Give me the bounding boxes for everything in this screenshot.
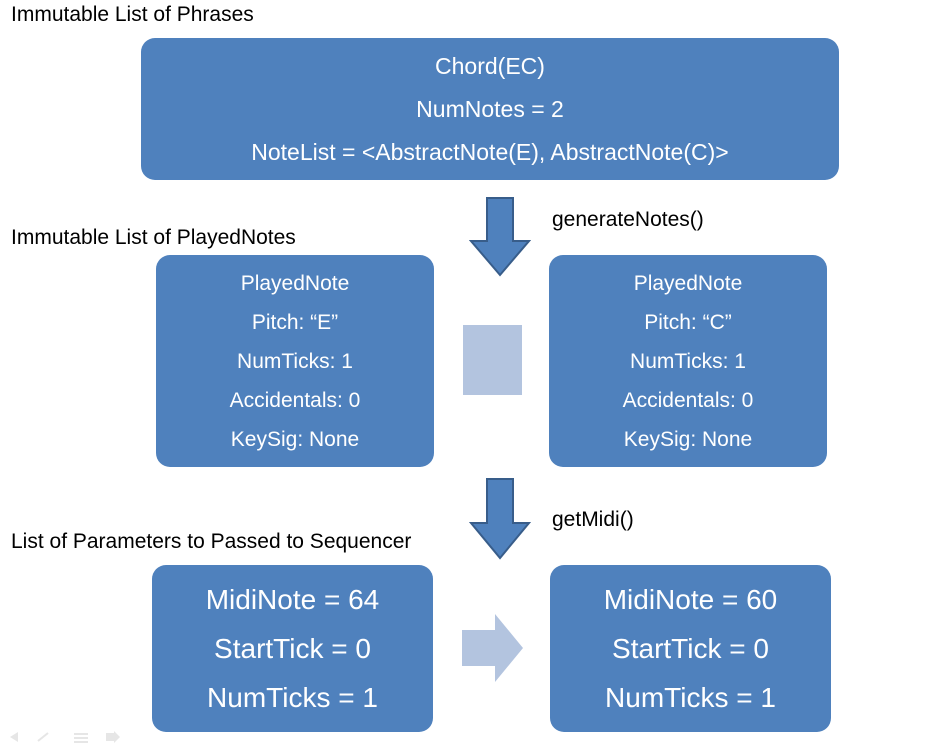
- num-ticks: NumTicks = 1: [207, 682, 378, 713]
- played-note-numticks: NumTicks: 1: [630, 349, 746, 373]
- chord-notelist: NoteList = <AbstractNote(E), AbstractNot…: [251, 138, 729, 165]
- down-arrow-icon: [469, 197, 531, 277]
- generate-notes-label: generateNotes(): [552, 208, 704, 231]
- down-arrow-icon: [469, 478, 531, 560]
- played-note-pitch: Pitch: “C”: [644, 310, 732, 334]
- played-note-accidentals: Accidentals: 0: [622, 388, 754, 412]
- midi-note: MidiNote = 60: [603, 584, 778, 615]
- chord-numnotes: NumNotes = 2: [416, 95, 564, 122]
- midi-note: MidiNote = 64: [205, 584, 380, 615]
- played-note-numticks: NumTicks: 1: [237, 349, 353, 373]
- played-note-box-e: PlayedNote Pitch: “E” NumTicks: 1 Accide…: [156, 255, 434, 467]
- played-note-accidentals: Accidentals: 0: [229, 388, 361, 412]
- played-note-pitch: Pitch: “E”: [251, 310, 339, 334]
- midi-param-box-64: MidiNote = 64 StartTick = 0 NumTicks = 1: [152, 565, 433, 732]
- params-heading: List of Parameters to Passed to Sequence…: [11, 530, 412, 553]
- chord-box: Chord(EC) NumNotes = 2 NoteList = <Abstr…: [141, 38, 839, 180]
- num-ticks: NumTicks = 1: [605, 682, 776, 713]
- played-note-keysig: KeySig: None: [230, 427, 360, 451]
- separator-square: [463, 325, 522, 395]
- playednotes-heading: Immutable List of PlayedNotes: [11, 226, 296, 249]
- played-note-keysig: KeySig: None: [623, 427, 753, 451]
- start-tick: StartTick = 0: [214, 633, 371, 664]
- played-note-title: PlayedNote: [240, 271, 350, 295]
- right-arrow-icon: [462, 614, 523, 682]
- start-tick: StartTick = 0: [612, 633, 769, 664]
- chord-title: Chord(EC): [435, 52, 545, 79]
- get-midi-label: getMidi(): [552, 508, 634, 531]
- played-note-box-c: PlayedNote Pitch: “C” NumTicks: 1 Accide…: [549, 255, 827, 467]
- midi-param-box-60: MidiNote = 60 StartTick = 0 NumTicks = 1: [550, 565, 831, 732]
- slide-nav-icons[interactable]: [8, 731, 128, 743]
- played-note-title: PlayedNote: [633, 271, 743, 295]
- phrases-heading: Immutable List of Phrases: [11, 3, 254, 26]
